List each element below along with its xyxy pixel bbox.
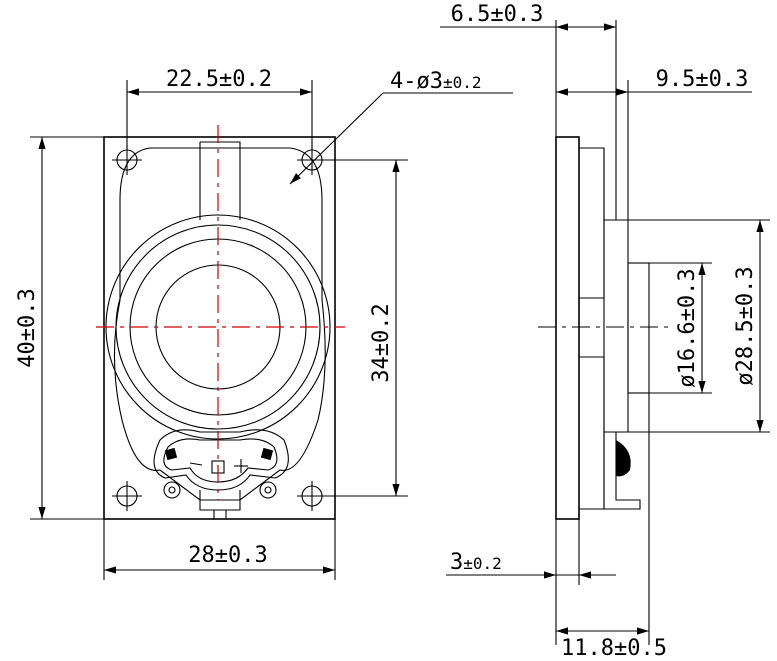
side-terminal	[604, 431, 641, 510]
side-basket	[604, 219, 629, 433]
side-dimensions: 6.5±0.3 9.5±0.3 ø16.6±0.3 ø28.5±0.3 3±0.…	[440, 2, 770, 661]
front-dimensions: 22.5±0.2 4-ø3±0.2 40±0.3 34±0.2 28±0.3	[15, 67, 513, 580]
dim-hole-spacing-h: 22.5±0.2	[166, 67, 272, 92]
dim-hole-spacing-v: 34±0.2	[369, 303, 394, 382]
side-terminal-blob	[616, 440, 631, 477]
side-lower-step	[579, 356, 605, 510]
dim-magnet-depth: 6.5±0.3	[451, 2, 544, 27]
cone-ring-mid	[115, 224, 321, 430]
basket-outline	[113, 147, 326, 501]
dim-height: 40±0.3	[15, 288, 40, 367]
dim-frame-depth: 9.5±0.3	[656, 67, 749, 92]
dim-hole-spec: 4-ø3±0.2	[390, 69, 482, 94]
front-view	[96, 125, 345, 520]
dim-terminal-thickness: 3±0.2	[450, 550, 502, 575]
mount-hole-bl	[112, 481, 142, 511]
dim-magnet-dia: ø16.6±0.3	[675, 268, 700, 387]
side-view	[538, 80, 672, 520]
dim-frame-dia: ø28.5±0.3	[733, 266, 758, 385]
top-tab	[199, 141, 241, 220]
side-front-plate	[555, 136, 580, 520]
frame-outline	[103, 136, 336, 520]
dim-total-depth: 11.8±0.5	[561, 636, 667, 661]
terminal-block	[153, 429, 289, 520]
side-magnet	[627, 262, 650, 394]
dim-width: 28±0.3	[188, 543, 267, 568]
side-upper-step	[579, 147, 605, 299]
